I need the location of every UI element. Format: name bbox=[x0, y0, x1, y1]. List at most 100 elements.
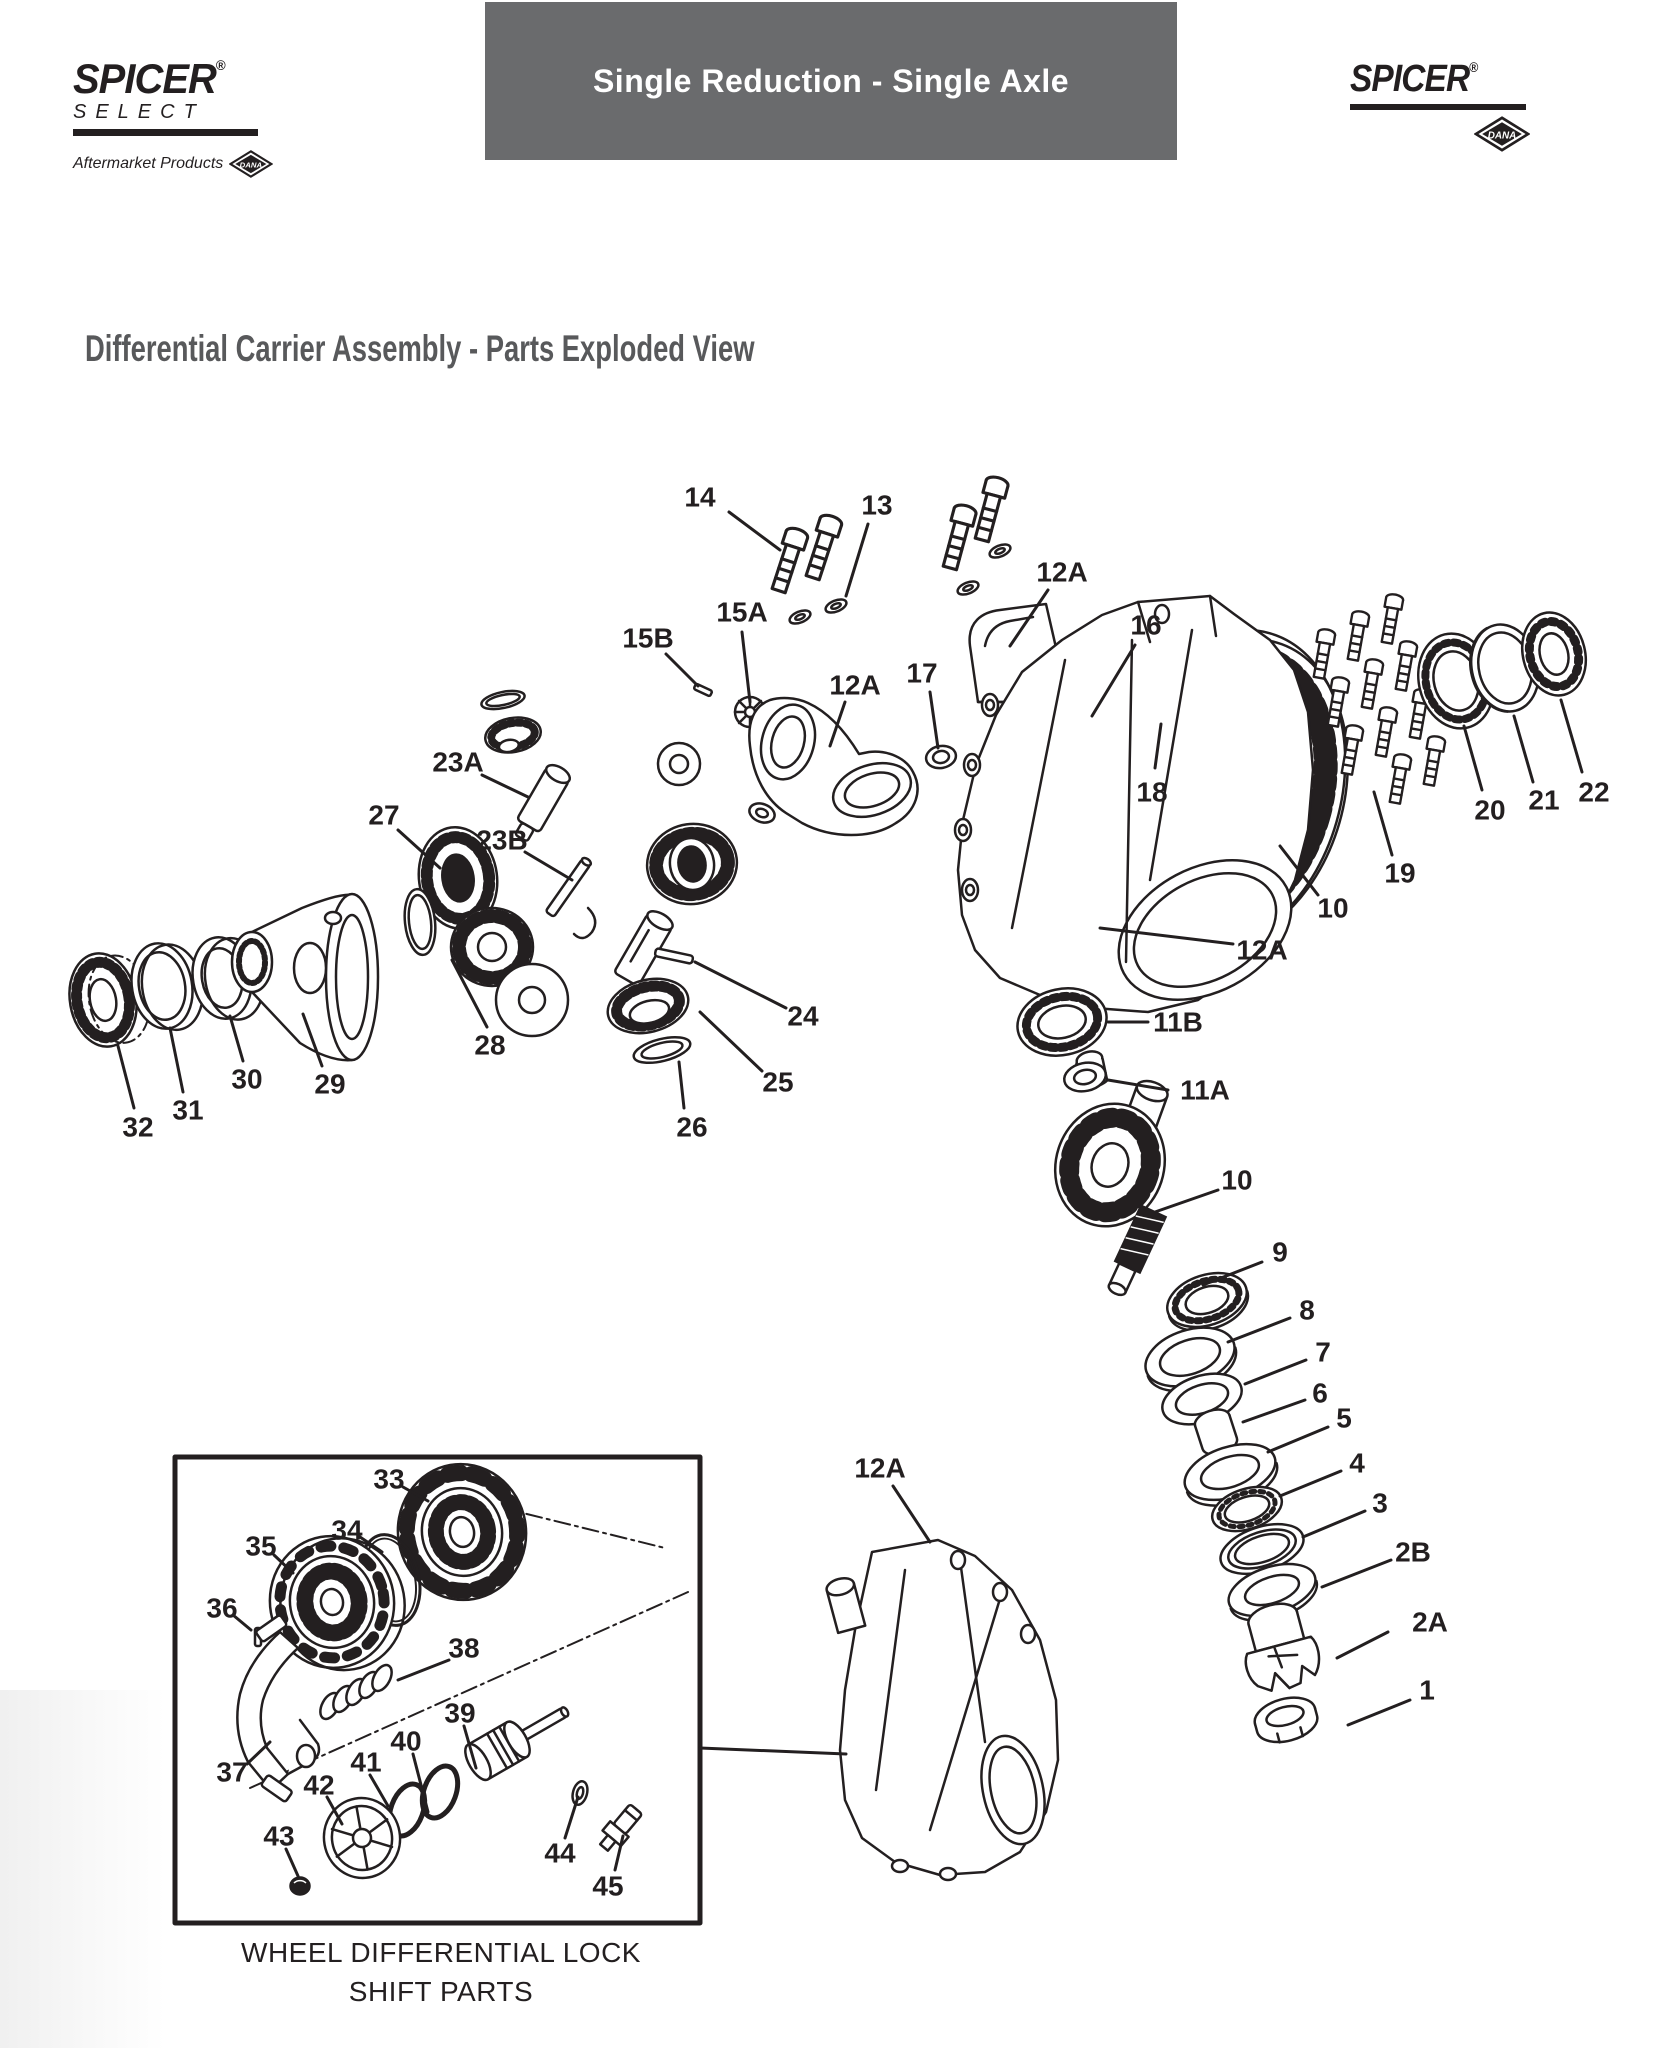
callout-label-12a-28: 12A bbox=[1236, 935, 1287, 966]
callout-leader-15a-3 bbox=[740, 630, 752, 704]
callout-leader-27-15 bbox=[396, 828, 442, 870]
callout-leader-35-42 bbox=[272, 1553, 295, 1575]
spicer-logo-right: SPICER® DANA bbox=[1350, 60, 1530, 152]
callout-leader-44-51 bbox=[563, 1795, 580, 1840]
callout-label-45-52: 45 bbox=[592, 1871, 623, 1902]
washer-5 bbox=[1183, 1442, 1279, 1507]
inset-box bbox=[172, 1454, 703, 1926]
callout-leader-45-52 bbox=[613, 1834, 625, 1872]
bearing-22 bbox=[1521, 611, 1587, 697]
callout-leader-18-8 bbox=[1153, 722, 1163, 770]
lock-pin-23b bbox=[545, 856, 597, 940]
inset-caption-line1: WHEEL DIFFERENTIAL LOCK bbox=[241, 1937, 641, 1968]
callout-label-36-43: 36 bbox=[206, 1593, 237, 1624]
callout-leader-22-13 bbox=[1559, 698, 1584, 774]
callout-leader-42-48 bbox=[325, 1795, 344, 1826]
inset-caption-line2: SHIFT PARTS bbox=[349, 1976, 533, 2007]
carrier-bolts-left bbox=[766, 511, 850, 628]
callout-label-43-50: 43 bbox=[263, 1821, 294, 1852]
shim-28 bbox=[403, 887, 437, 957]
washer-ring bbox=[656, 741, 702, 787]
callout-leader-10-9 bbox=[1278, 844, 1320, 897]
callout-leader-13-1 bbox=[844, 522, 870, 598]
callout-leader-20-11 bbox=[1462, 724, 1484, 792]
callout-leader-10-27 bbox=[1153, 1188, 1220, 1214]
callout-label-13-1: 13 bbox=[861, 490, 892, 521]
callout-label-28-20: 28 bbox=[474, 1030, 505, 1061]
callout-label-20-11: 20 bbox=[1474, 795, 1505, 826]
callout-label-21-12: 21 bbox=[1528, 785, 1559, 816]
logo-rule bbox=[73, 129, 258, 136]
bearing-11b bbox=[1016, 987, 1108, 1057]
spicer-wordmark-right: SPICER® bbox=[1350, 58, 1478, 100]
thrust-washer bbox=[494, 962, 570, 1038]
page-title: Differential Carrier Assembly - Parts Ex… bbox=[85, 328, 755, 369]
callout-label-44-51: 44 bbox=[544, 1838, 576, 1869]
callout-leader-7-31 bbox=[1243, 1358, 1308, 1386]
callout-leader-41-47 bbox=[368, 1773, 390, 1808]
callout-label-25-18: 25 bbox=[762, 1067, 793, 1098]
callout-leader-32-24 bbox=[116, 1044, 136, 1110]
callout-label-15a-3: 15A bbox=[716, 597, 767, 628]
drive-pinion-10 bbox=[1053, 1079, 1169, 1297]
callout-label-34-41: 34 bbox=[331, 1515, 363, 1546]
callout-leader-36-43 bbox=[231, 1613, 253, 1632]
callout-label-9-29: 9 bbox=[1272, 1237, 1288, 1268]
input-yoke-12a bbox=[748, 696, 919, 837]
end-yoke-2a bbox=[1244, 1602, 1321, 1692]
inset-connector-line bbox=[698, 1746, 848, 1756]
washer-44 bbox=[571, 1780, 589, 1806]
callout-label-4-34: 4 bbox=[1349, 1448, 1365, 1479]
callout-label-6-32: 6 bbox=[1312, 1378, 1328, 1409]
bearing-32 bbox=[68, 952, 151, 1048]
callout-label-23a-14: 23A bbox=[432, 747, 483, 778]
callout-label-12a-39: 12A bbox=[854, 1453, 905, 1484]
callout-label-1-38: 1 bbox=[1419, 1675, 1435, 1706]
callout-leader-30-22 bbox=[228, 1014, 245, 1063]
callout-label-17-5: 17 bbox=[906, 658, 937, 689]
callout-leader-5-33 bbox=[1266, 1425, 1330, 1454]
callout-label-22-13: 22 bbox=[1578, 777, 1609, 808]
callout-label-18-8: 18 bbox=[1136, 777, 1167, 808]
callout-label-16-7: 16 bbox=[1130, 610, 1161, 641]
callout-label-41-47: 41 bbox=[350, 1747, 381, 1778]
callout-label-33-40: 33 bbox=[373, 1464, 404, 1495]
callout-leader-43-50 bbox=[284, 1847, 300, 1878]
header-band: Single Reduction - Single Axle bbox=[485, 2, 1177, 160]
callout-label-27-15: 27 bbox=[368, 800, 399, 831]
side-gear-top bbox=[484, 716, 542, 754]
callout-label-5-33: 5 bbox=[1336, 1403, 1352, 1434]
carrier-housing-lower-12a bbox=[825, 1538, 1060, 1882]
callout-leader-16-7 bbox=[1090, 643, 1137, 718]
callout-leader-33-40 bbox=[401, 1485, 430, 1503]
spider-gear bbox=[449, 906, 535, 988]
callout-leader-25-18 bbox=[698, 1010, 764, 1073]
callout-leader-2b-36 bbox=[1320, 1558, 1393, 1589]
callout-label-10-27: 10 bbox=[1221, 1165, 1252, 1196]
logo-rule-right bbox=[1350, 104, 1526, 110]
spring-38 bbox=[319, 1663, 393, 1721]
callout-leader-19-10 bbox=[1372, 790, 1394, 857]
callout-leader-8-30 bbox=[1226, 1316, 1292, 1344]
callout-leader-23b-16 bbox=[523, 850, 574, 882]
callout-leader-14-0 bbox=[727, 510, 782, 552]
callout-leader-12a-28 bbox=[1098, 926, 1235, 946]
callout-leader-6-32 bbox=[1241, 1398, 1307, 1424]
thrust-washer-26 bbox=[632, 1035, 692, 1065]
callout-label-8-30: 8 bbox=[1299, 1295, 1315, 1326]
ring-31 bbox=[130, 942, 205, 1032]
piston-42 bbox=[322, 1796, 402, 1880]
callout-leader-1-38 bbox=[1346, 1698, 1412, 1727]
washer-4 bbox=[1210, 1485, 1284, 1533]
o-ring-40 bbox=[419, 1763, 461, 1821]
callout-leader-23a-14 bbox=[480, 773, 530, 799]
callout-label-32-24: 32 bbox=[122, 1112, 153, 1143]
select-wordmark: SELECT bbox=[73, 101, 205, 123]
scan-shadow bbox=[0, 1690, 165, 2048]
callout-leader-12a-6 bbox=[1008, 588, 1050, 648]
callout-leader-38-44 bbox=[396, 1658, 451, 1682]
callout-leader-11a-26 bbox=[1106, 1078, 1170, 1092]
roll-pin-24 bbox=[653, 947, 695, 965]
callout-leader-39-45 bbox=[462, 1724, 478, 1770]
